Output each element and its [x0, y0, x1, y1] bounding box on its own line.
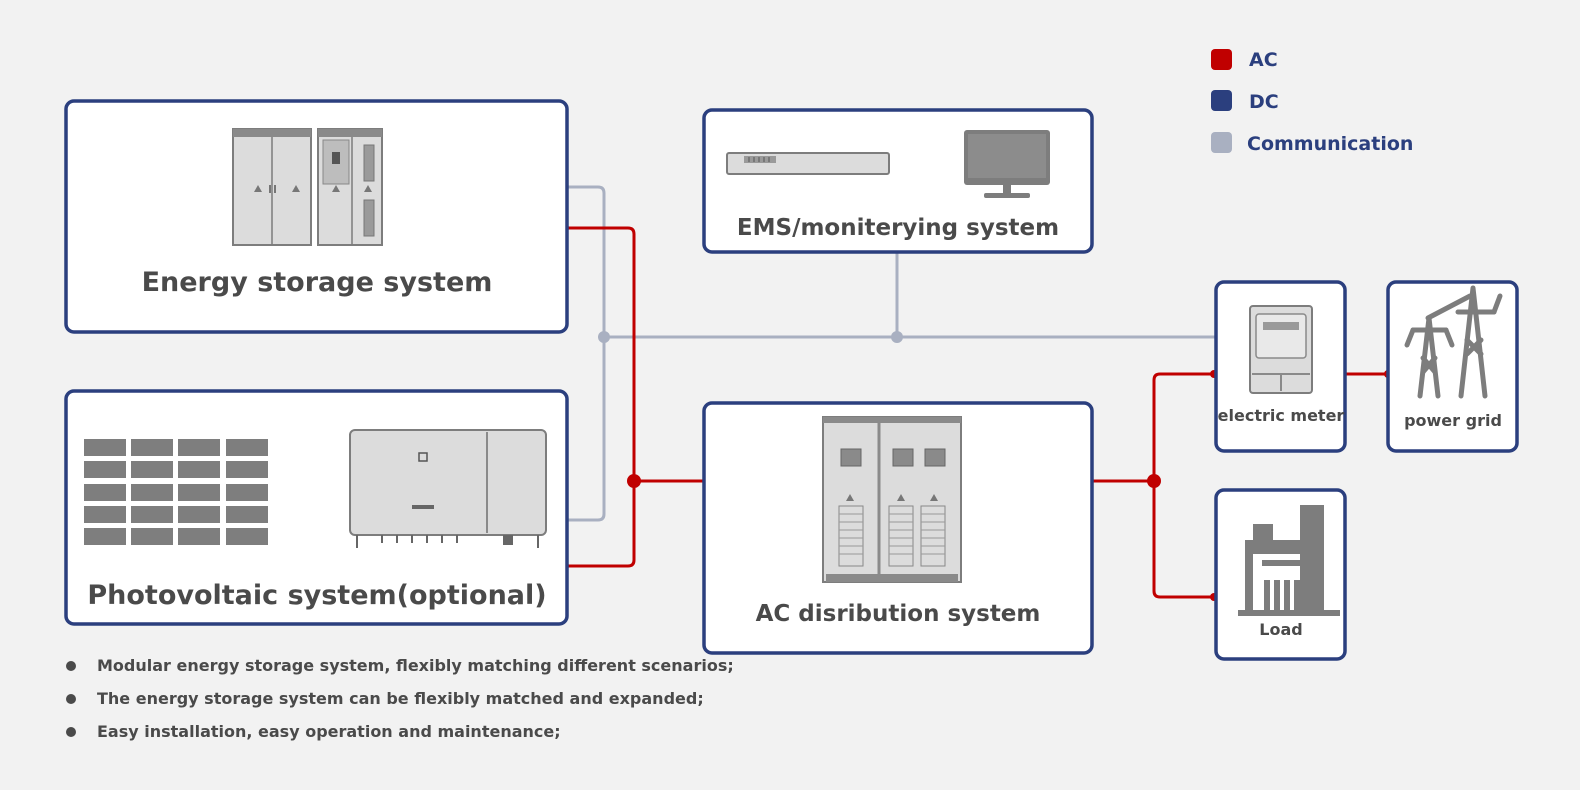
power-grid-label: power grid — [1404, 411, 1502, 430]
comm-junction-ems — [891, 331, 903, 343]
comm-junction-left — [598, 331, 610, 343]
bullet-dot — [66, 727, 76, 737]
legend-swatch-communication — [1211, 132, 1232, 153]
communication-lines — [565, 185, 1216, 522]
power-pylon-icon — [1404, 285, 1503, 399]
ac-line-meter-load — [1152, 372, 1214, 599]
factory-icon — [1238, 505, 1340, 616]
feature-text: The energy storage system can be flexibl… — [97, 689, 704, 708]
power-grid-box — [1386, 280, 1519, 453]
bullet-dot — [66, 661, 76, 671]
ac-line-storage-pv — [565, 226, 636, 568]
battery-cabinet-icon — [232, 128, 383, 246]
bullet-dot — [66, 694, 76, 704]
feature-item: Modular energy storage system, flexibly … — [64, 653, 734, 686]
load-label: Load — [1259, 620, 1302, 639]
ac-junction-left — [627, 474, 641, 488]
photovoltaic-label: Photovoltaic system(optional) — [87, 580, 546, 611]
comm-line-storage-pv — [565, 185, 606, 522]
legend-label-communication: Communication — [1247, 133, 1413, 155]
ems-label: EMS/moniterying system — [737, 215, 1059, 241]
legend: AC DC Communication — [1211, 49, 1413, 155]
legend-label-ac: AC — [1249, 49, 1278, 71]
energy-storage-label: Energy storage system — [142, 267, 493, 298]
ac-junction-right — [1147, 474, 1161, 488]
feature-text: Easy installation, easy operation and ma… — [97, 722, 561, 741]
electric-meter-icon — [1249, 305, 1313, 394]
monitor-icon — [964, 130, 1050, 198]
solar-panel-array-icon — [84, 439, 268, 545]
pv-inverter-icon — [349, 429, 547, 548]
feature-list: Modular energy storage system, flexibly … — [64, 653, 734, 752]
feature-text: Modular energy storage system, flexibly … — [97, 656, 734, 675]
electric-meter-label: electric meter — [1218, 406, 1345, 425]
feature-item: The energy storage system can be flexibl… — [64, 686, 734, 719]
ems-server-icon — [726, 152, 890, 175]
legend-label-dc: DC — [1249, 91, 1279, 113]
ac-distribution-label: AC disribution system — [756, 601, 1041, 627]
legend-swatch-dc — [1211, 90, 1232, 111]
legend-swatch-ac — [1211, 49, 1232, 70]
energy-storage-box — [64, 99, 569, 334]
feature-item: Easy installation, easy operation and ma… — [64, 719, 734, 752]
ac-distribution-cabinet-icon — [822, 416, 962, 583]
